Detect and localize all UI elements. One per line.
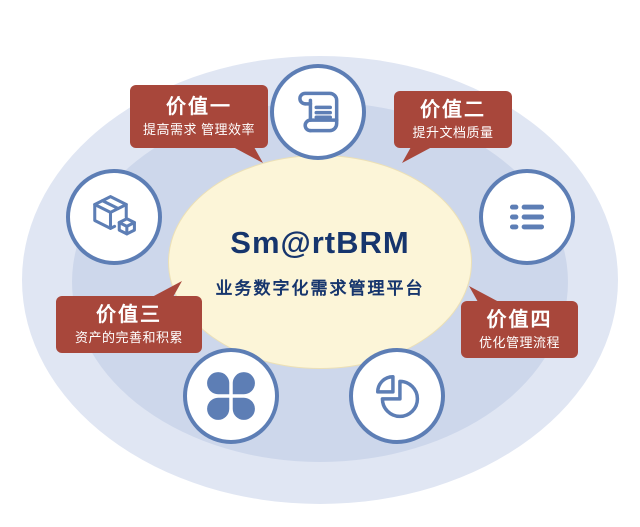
node-document-list [479, 169, 575, 265]
value-1-title: 价值一 [166, 95, 232, 118]
node-asset-box [66, 169, 162, 265]
value-4-banner: 价值四 优化管理流程 [461, 301, 578, 358]
value-3-banner: 价值三 资产的完善和积累 [56, 296, 202, 353]
node-process-clover [183, 348, 279, 444]
box-icon [93, 195, 136, 236]
value-3-desc: 资产的完善和积累 [74, 329, 183, 345]
value-2-desc: 提升文档质量 [412, 124, 494, 140]
pie-chart-icon [376, 375, 420, 419]
platform-title: Sm@rtBRM [230, 225, 410, 260]
value-4-desc: 优化管理流程 [478, 334, 560, 350]
platform-subtitle: 业务数字化需求管理平台 [215, 279, 425, 298]
node-analytics [349, 348, 445, 444]
value-3-title: 价值三 [96, 303, 162, 326]
clover-icon [207, 372, 255, 420]
value-1-banner: 价值一 提高需求 管理效率 [130, 85, 268, 148]
value-2-banner: 价值二 提升文档质量 [394, 91, 512, 148]
node-requirements [270, 64, 366, 160]
center-ellipse: Sm@rtBRM 业务数字化需求管理平台 [168, 155, 472, 369]
list-icon [509, 204, 545, 230]
value-2-title: 价值二 [420, 98, 486, 121]
scroll-icon [298, 91, 339, 133]
value-1-desc: 提高需求 管理效率 [142, 121, 256, 137]
value-4-title: 价值四 [486, 308, 553, 331]
